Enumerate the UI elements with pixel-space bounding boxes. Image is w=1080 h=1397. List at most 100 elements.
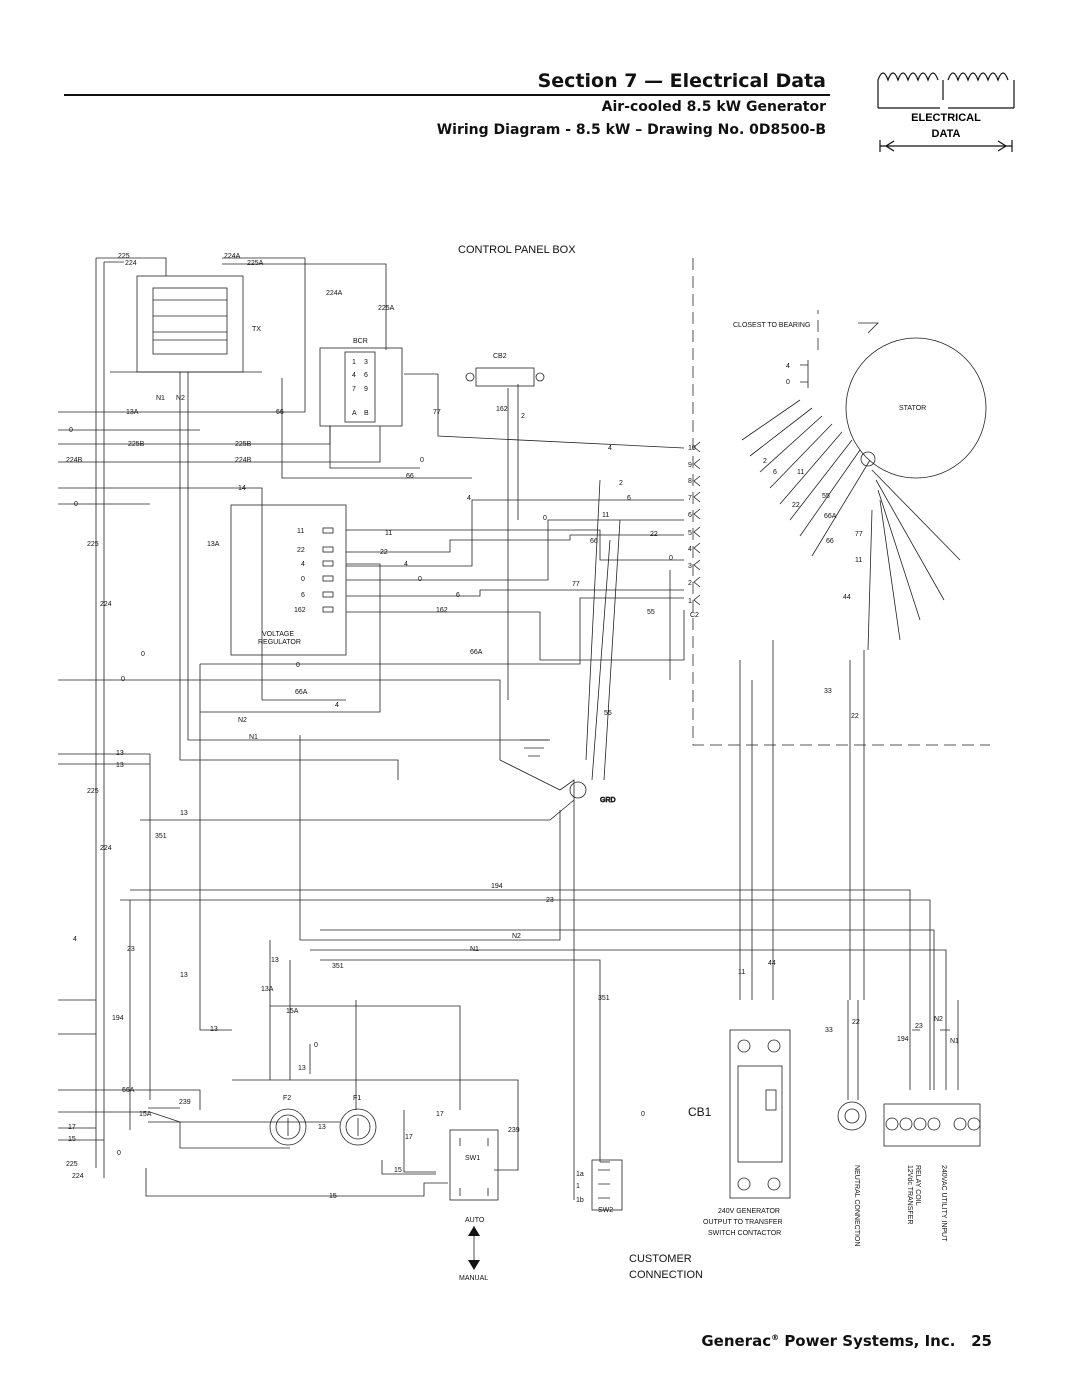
wire-label: N1 (950, 1038, 959, 1045)
vr-terminal: 22 (297, 547, 305, 554)
wire-label: 22 (792, 502, 800, 509)
c2-terminal: 8 (688, 478, 692, 485)
wire-label: 33 (825, 1027, 833, 1034)
wire-label: 13A (261, 986, 274, 993)
wire-label: 224B (66, 457, 83, 464)
customer-connection-label: CONNECTION (629, 1269, 703, 1281)
wire-label: 4 (608, 445, 612, 452)
wire-label: 22 (650, 531, 658, 538)
wire-label: 194 (112, 1015, 124, 1022)
wire-label: 0 (117, 1150, 121, 1157)
wire-label: 11 (855, 557, 862, 564)
wire-label: 0 (141, 651, 145, 658)
wire-label: 0 (418, 576, 422, 583)
wire-label: 55 (822, 493, 830, 500)
c2-terminal: 6 (688, 512, 692, 519)
closest-to-bearing-label: CLOSEST TO BEARING (733, 322, 810, 329)
wire-label: 23 (127, 946, 135, 953)
vr-terminal: 11 (297, 528, 304, 535)
sw2-terminal: 1b (576, 1197, 584, 1204)
wire-label: 6 (773, 469, 777, 476)
wire-label: 44 (843, 594, 851, 601)
wire-label: N2 (512, 933, 521, 940)
electrical-data-badge: ELECTRICAL DATA (877, 72, 1015, 152)
wire-labels: 225 224 224A 225A 224A 225A N1 N2 13A 66… (66, 253, 959, 1200)
wire-label: 0 (314, 1042, 318, 1049)
wire-label: 22 (851, 713, 859, 720)
wire-label: 23 (915, 1023, 923, 1030)
wire-label: 225 (118, 253, 130, 260)
wire-label: 66A (122, 1087, 135, 1094)
footer-company: Generac (701, 1332, 772, 1350)
wire-label: 33 (824, 688, 832, 695)
wire-label: 0 (641, 1111, 645, 1118)
vr-terminal: 4 (301, 561, 305, 568)
tx-label: TX (252, 326, 261, 333)
bcr-label: BCR (353, 338, 368, 345)
control-panel-boundary (692, 258, 990, 746)
wire-label: 225B (128, 441, 145, 448)
wire-label: 13 (210, 1026, 218, 1033)
footer-registered-mark: ® (771, 1333, 780, 1342)
wire-label: 13 (318, 1124, 326, 1131)
vr-terminal: 0 (301, 576, 305, 583)
wire-label: N1 (249, 734, 258, 741)
wire-label: 17 (405, 1134, 413, 1141)
bcr-module: BCR 1 3 4 6 7 9 A B (319, 338, 403, 427)
wire-label: 66A (470, 649, 483, 656)
auto-label: AUTO (465, 1217, 485, 1224)
wire-label: 23 (546, 897, 554, 904)
badge-line1: ELECTRICAL (911, 112, 981, 124)
sw1-label: SW1 (465, 1155, 480, 1162)
vr-label: VOLTAGE (262, 631, 294, 638)
wire-label: 11 (385, 530, 392, 537)
wire-label: 15 (68, 1136, 76, 1143)
wire-label: 224 (100, 845, 112, 852)
f1-label: F1 (353, 1095, 361, 1102)
control-panel-box-label: CONTROL PANEL BOX (458, 244, 576, 256)
c2-terminal: 10 (688, 445, 696, 452)
generator-output-label: SWITCH CONTACTOR (708, 1230, 781, 1237)
f2-label: F2 (283, 1095, 291, 1102)
wire-label: N2 (238, 717, 247, 724)
wire-label: 13A (207, 541, 220, 548)
fuse-f2: F2 (269, 1095, 307, 1146)
wire-label: 13 (180, 972, 188, 979)
wire-label: N1 (156, 395, 165, 402)
coil-icon (877, 72, 1015, 152)
wire-label: 351 (332, 963, 344, 970)
wire-label: 224 (72, 1173, 84, 1180)
wire-label: 224A (326, 290, 343, 297)
wire-label: 55 (604, 710, 612, 717)
subtitle-generator: Air-cooled 8.5 kW Generator (601, 99, 826, 115)
switch-sw1: SW1 AUTO MANUAL (449, 1129, 499, 1282)
wire-label: 162 (496, 406, 508, 413)
wire-label: 13A (126, 409, 139, 416)
cb2-label: CB2 (493, 353, 507, 360)
wire-label: 11 (797, 469, 804, 476)
wire-label: 17 (68, 1124, 76, 1131)
wire-label: 224B (235, 457, 252, 464)
wire-label: 6 (456, 592, 460, 599)
transfer-relay-label: 12Vdc TRANSFER (906, 1165, 913, 1224)
generator-output-label: 240V GENERATOR (718, 1208, 780, 1215)
wire-label: 77 (855, 531, 863, 538)
wire-label: 77 (433, 409, 441, 416)
stator: STATOR CLOSEST TO BEARING 4 0 (733, 322, 987, 651)
section-title: Section 7 — Electrical Data (537, 70, 826, 92)
wire-label: 13 (180, 810, 188, 817)
badge-line2: DATA (932, 128, 961, 140)
manual-label: MANUAL (459, 1275, 488, 1282)
wire-label: 2 (619, 480, 623, 487)
wire-label: 0 (420, 457, 424, 464)
wire-label: 0 (669, 555, 673, 562)
wire-label: 351 (155, 833, 167, 840)
wire-label: 4 (467, 495, 471, 502)
wire-label: 2 (521, 413, 525, 420)
fuse-f1: F1 (339, 1095, 377, 1146)
utility-input-label: 240VAC UTILITY INPUT (940, 1165, 947, 1242)
footer-company-rest: Power Systems, Inc. (779, 1332, 956, 1350)
wire-label: 194 (491, 883, 503, 890)
wire-label: 66A (824, 513, 837, 520)
